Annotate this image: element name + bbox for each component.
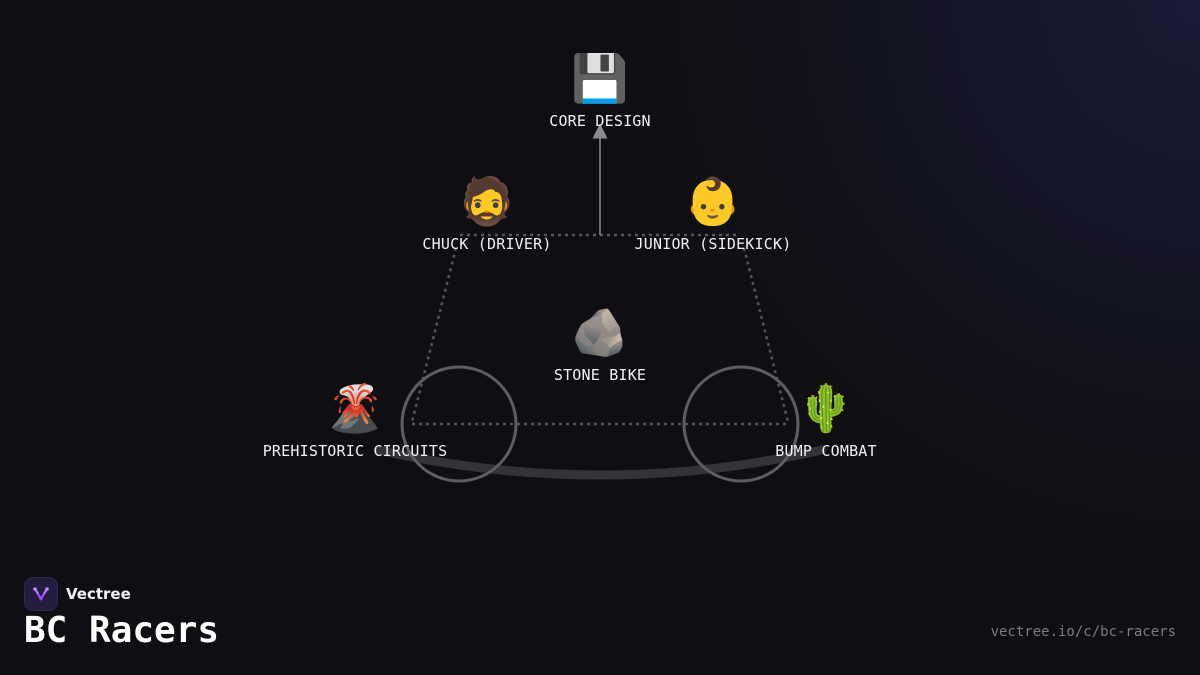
node-prehistoric-circuits[interactable]: 🌋 PREHISTORIC CIRCUITS xyxy=(235,378,475,460)
node-core-design[interactable]: 💾 CORE DESIGN xyxy=(480,48,720,130)
left-wheel xyxy=(400,365,518,483)
node-stone-bike[interactable]: 🪨 STONE BIKE xyxy=(480,302,720,384)
node-label: CHUCK (DRIVER) xyxy=(422,235,552,253)
node-label: CORE DESIGN xyxy=(549,112,651,130)
rock-icon: 🪨 xyxy=(571,305,629,359)
node-junior-sidekick[interactable]: 👶 JUNIOR (SIDEKICK) xyxy=(593,171,833,253)
chassis-curve xyxy=(373,445,827,480)
node-label: STONE BIKE xyxy=(553,366,647,384)
page-url[interactable]: vectree.io/c/bc-racers xyxy=(990,624,1176,640)
cactus-icon: 🌵 xyxy=(797,381,855,435)
node-label: JUNIOR (SIDEKICK) xyxy=(634,235,792,253)
brand-name: Vectree xyxy=(66,585,131,603)
baby-icon: 👶 xyxy=(684,174,742,228)
bearded-man-icon: 🧔 xyxy=(458,174,516,228)
vectree-logo-icon xyxy=(24,577,58,611)
page-title: BC Racers xyxy=(24,610,220,651)
node-bump-combat[interactable]: 🌵 BUMP COMBAT xyxy=(706,378,946,460)
node-label: PREHISTORIC CIRCUITS xyxy=(262,442,448,460)
right-wheel xyxy=(682,365,800,483)
brand[interactable]: Vectree xyxy=(24,577,131,611)
node-chuck-driver[interactable]: 🧔 CHUCK (DRIVER) xyxy=(367,171,607,253)
volcano-icon: 🌋 xyxy=(326,381,384,435)
floppy-disk-icon: 💾 xyxy=(571,51,629,105)
node-label: BUMP COMBAT xyxy=(775,442,877,460)
